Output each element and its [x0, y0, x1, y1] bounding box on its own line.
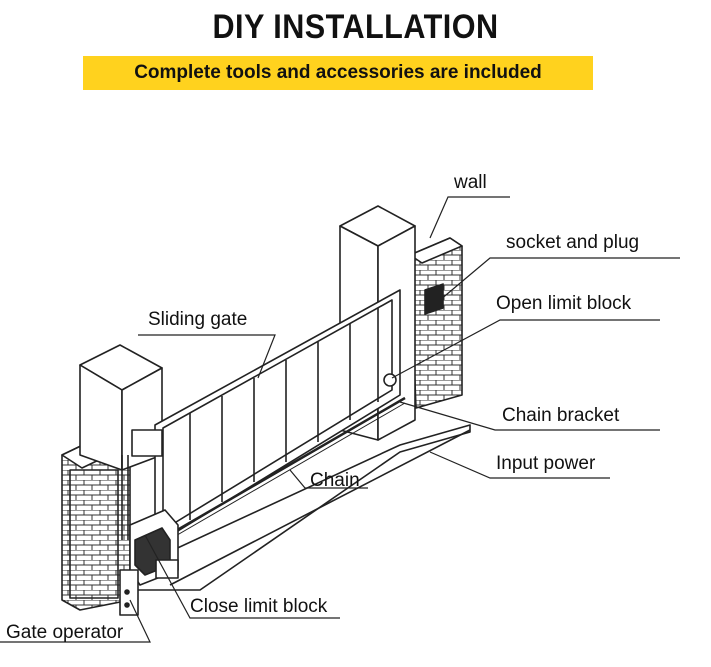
page-title: DIY INSTALLATION	[212, 8, 499, 46]
label-wall: wall	[453, 172, 487, 193]
leader-socket	[439, 257, 680, 301]
open-limit-block	[383, 373, 397, 387]
accessories-banner: Complete tools and accessories are inclu…	[83, 56, 593, 90]
chain-line	[159, 396, 406, 542]
label-gate-operator: Gate operator	[6, 622, 124, 643]
label-sliding-gate: Sliding gate	[148, 309, 247, 330]
label-socket-and-plug: socket and plug	[506, 232, 639, 253]
socket-box	[424, 283, 444, 315]
leader-close-limit	[144, 534, 340, 619]
banner-text: Complete tools and accessories are inclu…	[134, 62, 542, 83]
leader-gate-operator	[0, 599, 151, 643]
label-chain: Chain	[310, 470, 360, 491]
junction-box	[131, 429, 163, 457]
label-open-limit-block: Open limit block	[496, 293, 632, 314]
label-close-limit-block: Close limit block	[190, 596, 328, 617]
label-chain-bracket: Chain bracket	[502, 405, 620, 426]
right-brick-wall	[409, 237, 463, 409]
sliding-gate	[154, 289, 401, 546]
leader-chain-bracket	[399, 401, 660, 431]
label-input-power: Input power	[496, 453, 596, 474]
leader-sliding-gate	[138, 334, 276, 379]
ground-rail	[129, 424, 471, 591]
left-brick-wall	[61, 431, 131, 611]
gate-operator-unit	[119, 509, 179, 616]
leader-chain	[289, 469, 368, 489]
leader-open-limit	[391, 319, 660, 379]
leader-input-power	[429, 451, 610, 479]
leader-wall	[429, 196, 510, 239]
